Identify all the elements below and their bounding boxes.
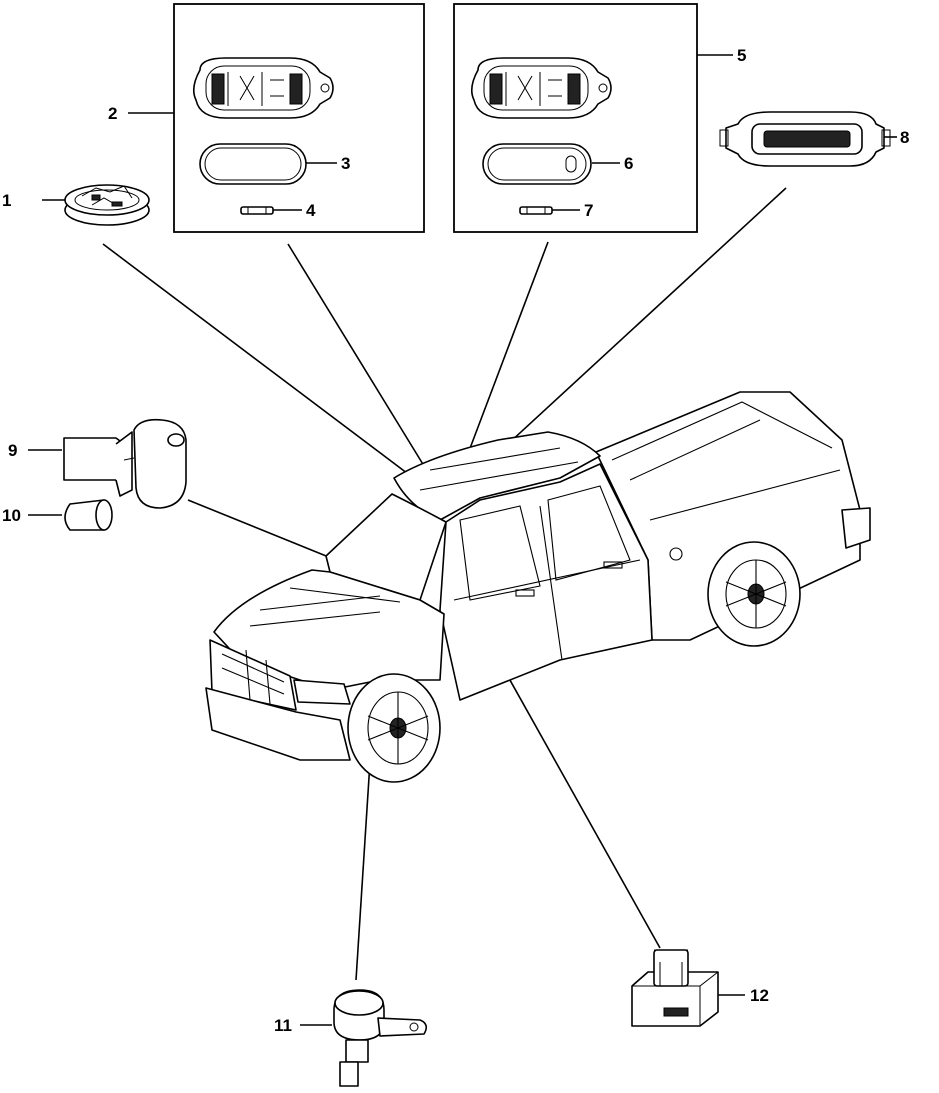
callout-3: 3 [341,154,350,173]
callout-2: 2 [108,104,117,123]
sensor-icon [333,989,428,1087]
callout-12: 12 [750,986,769,1005]
pickup-truck-icon [205,391,871,783]
dome-lamp-lens-icon [199,143,307,185]
callout-6: 6 [624,154,633,173]
callout-5: 5 [737,46,746,65]
callout-11: 11 [274,1016,292,1035]
callout-10: 10 [2,506,21,525]
festoon-bulb-icon [240,206,274,215]
lamp-socket-icon [63,418,187,509]
cargo-lamp-icon [719,111,891,167]
dome-lamp-housing-icon [192,57,334,119]
dome-lamp-round-icon [64,184,150,226]
switch-module-icon [631,949,719,1027]
callout-8: 8 [900,128,909,147]
group-box-map-lamp [453,3,698,233]
callout-7: 7 [584,201,593,220]
wedge-bulb-icon [64,499,113,531]
festoon-bulb-icon [519,206,553,215]
group-box-dome-lamp [173,3,425,233]
map-lamp-housing-icon [470,57,612,119]
map-lamp-lens-icon [482,143,592,185]
callout-4: 4 [306,201,316,220]
callout-9: 9 [8,441,17,460]
callout-1: 1 [2,191,11,210]
callout-labels: 1 2 3 4 5 6 7 8 9 10 11 12 [2,46,909,1035]
